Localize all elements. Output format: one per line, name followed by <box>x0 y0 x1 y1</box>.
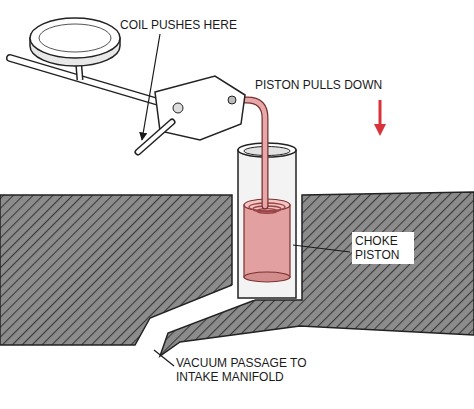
label-wrap: PISTON PULLS DOWN <box>255 78 425 92</box>
choke-piston <box>244 205 290 277</box>
part-label: CHOKE PISTON <box>352 232 414 264</box>
label-wrap: VACUUM PASSAGE TO INTAKE MANIFOLD <box>176 356 310 384</box>
label-wrap: COIL PUSHES HERE <box>120 18 260 32</box>
part-label: COIL PUSHES HERE <box>120 18 260 32</box>
piston-bottom <box>244 272 290 282</box>
motion-arrow <box>379 100 382 130</box>
lever-hole <box>228 96 236 104</box>
leader-line <box>293 245 350 252</box>
lever-pivot <box>173 103 183 113</box>
coil-housing-ring <box>39 24 111 52</box>
choke-lever <box>155 76 245 140</box>
body-right <box>160 192 474 356</box>
leader-line <box>142 34 160 140</box>
label-wrap: CHOKE PISTON <box>352 232 414 264</box>
leader-line <box>154 350 174 366</box>
coil-housing <box>30 18 120 58</box>
part-label: PISTON PULLS DOWN <box>255 78 425 92</box>
part-label: VACUUM PASSAGE TO INTAKE MANIFOLD <box>176 356 310 384</box>
